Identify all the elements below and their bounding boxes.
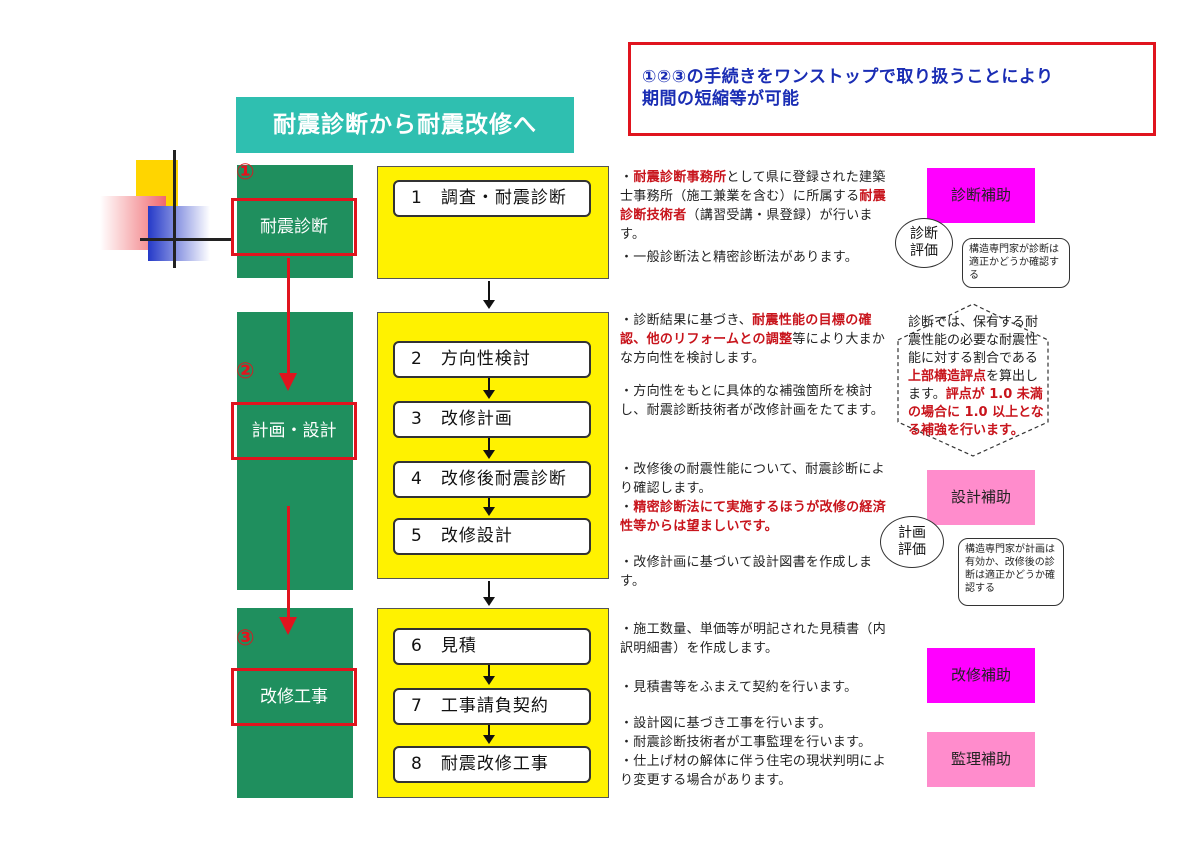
- phase-number-3: ③: [236, 626, 255, 651]
- page-title: 耐震診断から耐震改修へ: [273, 112, 537, 138]
- phase-bar-construction: [237, 608, 353, 798]
- hexagon-text: 診断では、保有する耐震性能の必要な耐震性能に対する割合である: [908, 315, 1039, 366]
- desc-text: 等により大まかな方向性を検討します。: [620, 332, 886, 366]
- desc-step-1b: ・一般診断法と精密診断法があります。: [620, 250, 859, 265]
- step-2: 2 方向性検討: [393, 341, 591, 378]
- arrow-head-2-3: [483, 390, 495, 399]
- step-1: 1 調査・耐震診断: [393, 180, 591, 217]
- step-5: 5 改修設計: [393, 518, 591, 555]
- desc-bullet: ・: [620, 313, 634, 328]
- step-6: 6 見積: [393, 628, 591, 665]
- step-4: 4 改修後耐震診断: [393, 461, 591, 498]
- arrow-shaft-panel-1: [488, 281, 490, 302]
- desc-text: 診断結果に基づき、: [633, 313, 753, 328]
- desc-step-3: ・方向性をもとに具体的な補強箇所を検討し、耐震診断技術者が改修計画をたてます。: [620, 384, 885, 418]
- desc-highlight: 耐震診断技術者: [620, 189, 887, 223]
- badge-repair-subsidy: 改修補助: [927, 648, 1035, 703]
- desc-highlight: 耐震診断事務所: [633, 170, 727, 185]
- decor-horizontal-line: [140, 238, 232, 241]
- desc-highlight: 精密診断法にて実施するほうが改修の経済性等からは望ましいです。: [620, 500, 887, 534]
- hexagon-text: を算出します。: [908, 369, 1039, 402]
- hexagon-highlight: 評点が 1.0 未満の場合に 1.0 以上となる補強を行います。: [908, 387, 1044, 438]
- red-arrow-head-1: [279, 373, 297, 391]
- arrow-head-panel-1: [483, 300, 495, 309]
- title-banner: [236, 97, 574, 153]
- phase-label-planning: 計画・設計: [231, 402, 357, 460]
- desc-text: として県に登録された建築士事務所（施工兼業を含む）に所属する: [620, 170, 886, 204]
- desc-step-1: ・耐震診断事務所として県に登録された建築士事務所（施工兼業を含む）に所属する耐震…: [620, 168, 890, 244]
- desc-step-8c: ・仕上げ材の解体に伴う住宅の現状判明により変更する場合があります。: [620, 754, 887, 788]
- arrow-head-4-5: [483, 507, 495, 516]
- desc-step-4a: ・改修後の耐震性能について、耐震診断により確認します。: [620, 462, 885, 496]
- arrow-shaft-4-5: [488, 498, 490, 509]
- arrow-head-6-7: [483, 676, 495, 685]
- notice-box: [628, 42, 1156, 136]
- desc-step-6: ・施工数量、単価等が明記された見積書（内訳明細書）を作成します。: [620, 622, 887, 656]
- step-7: 7 工事請負契約: [393, 688, 591, 725]
- desc-step-7: ・見積書等をふまえて契約を行います。: [620, 680, 858, 695]
- step-8: 8 耐震改修工事: [393, 746, 591, 783]
- arrow-shaft-3-4: [488, 438, 490, 452]
- hexagon-note-outline: [897, 303, 1049, 457]
- arrow-shaft-6-7: [488, 665, 490, 678]
- desc-step-8b: ・耐震診断技術者が工事監理を行います。: [620, 735, 872, 750]
- badge-supervision-subsidy: 監理補助: [927, 732, 1035, 787]
- notice-text: ①②③の手続きをワンストップで取り扱うことにより 期間の短縮等が可能: [642, 67, 1054, 109]
- phase-number-1: ①: [236, 160, 255, 185]
- desc-step-8a: ・設計図に基づき工事を行います。: [620, 716, 832, 731]
- desc-highlight: 耐震性能の目標の確認、他のリフォームとの調整: [620, 313, 872, 347]
- phase-label-construction: 改修工事: [231, 668, 357, 726]
- decor-blue-gradient: [148, 206, 210, 261]
- step-3: 3 改修計画: [393, 401, 591, 438]
- diagnosis-evaluation-circle: 診断 評価: [895, 218, 953, 268]
- hexagon-note-text: 診断では、保有する耐震性能の必要な耐震性能に対する割合である上部構造評点を算出し…: [908, 314, 1048, 440]
- badge-design-subsidy: 設計補助: [927, 470, 1035, 525]
- arrow-shaft-panel-2: [488, 581, 490, 599]
- phase-label-diagnosis: 耐震診断: [231, 198, 357, 256]
- plan-evaluation-callout: 構造専門家が計画は有効か、改修後の診断は適正かどうか確認する: [958, 538, 1064, 606]
- phase-bar-planning: [237, 312, 353, 590]
- phase-number-2: ②: [236, 359, 255, 384]
- desc-step-2: ・診断結果に基づき、耐震性能の目標の確認、他のリフォームとの調整等により大まかな…: [620, 311, 890, 368]
- desc-text: （講習受講・県登録）が行います。: [620, 208, 873, 242]
- plan-evaluation-circle: 計画 評価: [880, 516, 944, 568]
- desc-bullet: ・: [620, 500, 634, 515]
- arrow-head-3-4: [483, 450, 495, 459]
- desc-bullet: ・: [620, 170, 634, 185]
- arrow-head-panel-2: [483, 597, 495, 606]
- red-arrow-head-2: [279, 617, 297, 635]
- badge-diagnosis-subsidy: 診断補助: [927, 168, 1035, 223]
- arrow-shaft-7-8: [488, 725, 490, 737]
- diagnosis-evaluation-callout: 構造専門家が診断は適正かどうか確認する: [962, 238, 1070, 288]
- red-arrow-shaft-2: [287, 506, 290, 620]
- decor-vertical-line: [173, 150, 176, 268]
- desc-step-4b: ・精密診断法にて実施するほうが改修の経済性等からは望ましいです。: [620, 498, 890, 536]
- phase-bar-diagnosis: [237, 165, 353, 278]
- desc-step-5: ・改修計画に基づいて設計図書を作成します。: [620, 555, 873, 589]
- arrow-head-7-8: [483, 735, 495, 744]
- arrow-shaft-2-3: [488, 378, 490, 392]
- red-arrow-shaft-1: [287, 258, 290, 376]
- hexagon-highlight: 上部構造評点: [908, 369, 987, 384]
